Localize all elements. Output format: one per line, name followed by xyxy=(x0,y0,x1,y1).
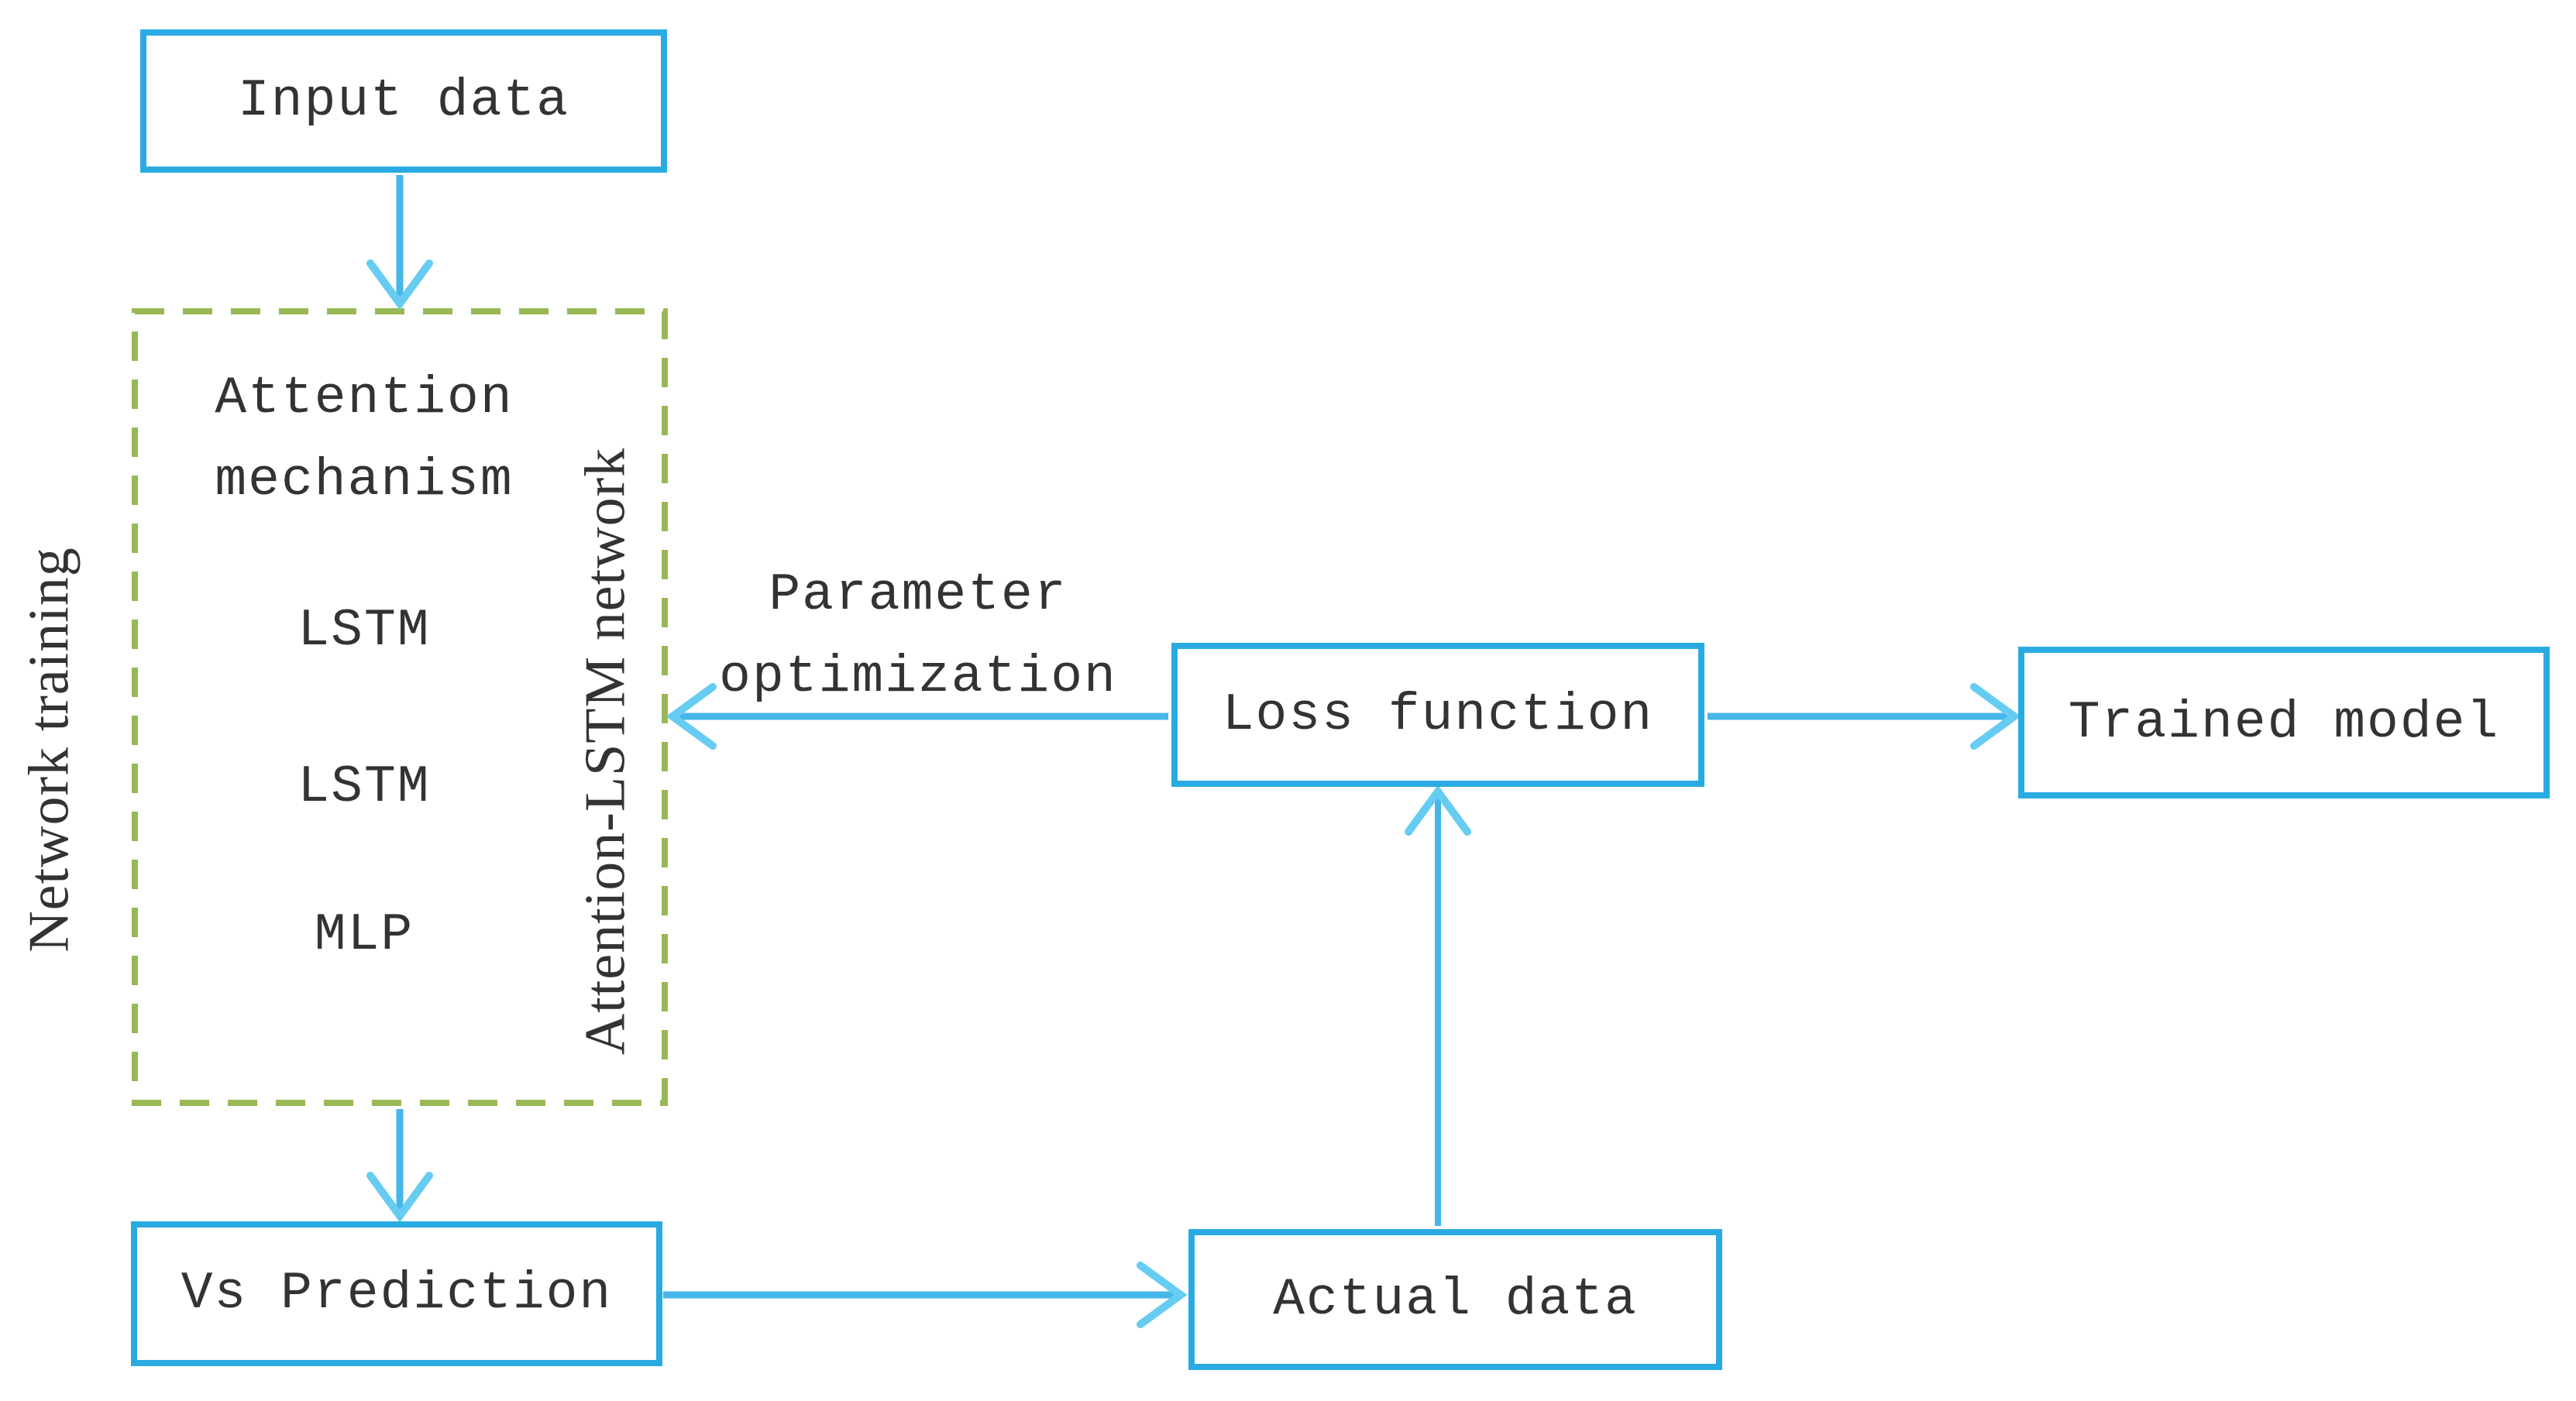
arrow-down-icon xyxy=(366,259,433,311)
input-data-label: Input data xyxy=(237,71,570,131)
input-data-box: Input data xyxy=(140,29,667,173)
actual-data-label: Actual data xyxy=(1273,1269,1638,1330)
loss-function-box: Loss function xyxy=(1171,643,1704,787)
parameter-optimization-label: Parameter optimization xyxy=(719,565,1117,707)
actual-data-box: Actual data xyxy=(1188,1229,1722,1370)
arrow-loss-to-network xyxy=(665,683,1168,750)
arrow-loss-to-trained xyxy=(1708,683,2021,750)
vs-prediction-box: Vs Prediction xyxy=(131,1221,662,1366)
arrow-network-to-prediction xyxy=(366,1109,433,1223)
layer-lstm-1: LSTM xyxy=(297,601,431,661)
attention-lstm-dashed-frame xyxy=(132,308,668,1106)
network-training-side-label: Network training xyxy=(17,547,81,953)
arrow-down-icon xyxy=(366,1172,433,1223)
layer-mlp: MLP xyxy=(314,905,414,965)
arrow-up-icon xyxy=(1405,785,1471,836)
vs-prediction-label: Vs Prediction xyxy=(181,1264,613,1324)
trained-model-label: Trained model xyxy=(2068,692,2500,753)
arrow-prediction-to-actual xyxy=(663,1262,1188,1328)
layer-lstm-2: LSTM xyxy=(297,757,431,817)
arrow-left-icon xyxy=(665,683,717,750)
loss-function-label: Loss function xyxy=(1222,685,1654,745)
layer-attention-mechanism: Attention mechanism xyxy=(215,369,514,510)
arrow-right-icon xyxy=(1137,1262,1188,1328)
trained-model-box: Trained model xyxy=(2018,647,2550,798)
arrow-right-icon xyxy=(1970,683,2021,750)
arrow-actual-to-loss xyxy=(1405,785,1471,1226)
attention-lstm-network-side-label: Attention-LSTM network xyxy=(573,447,638,1056)
arrow-input-to-network xyxy=(366,175,433,311)
